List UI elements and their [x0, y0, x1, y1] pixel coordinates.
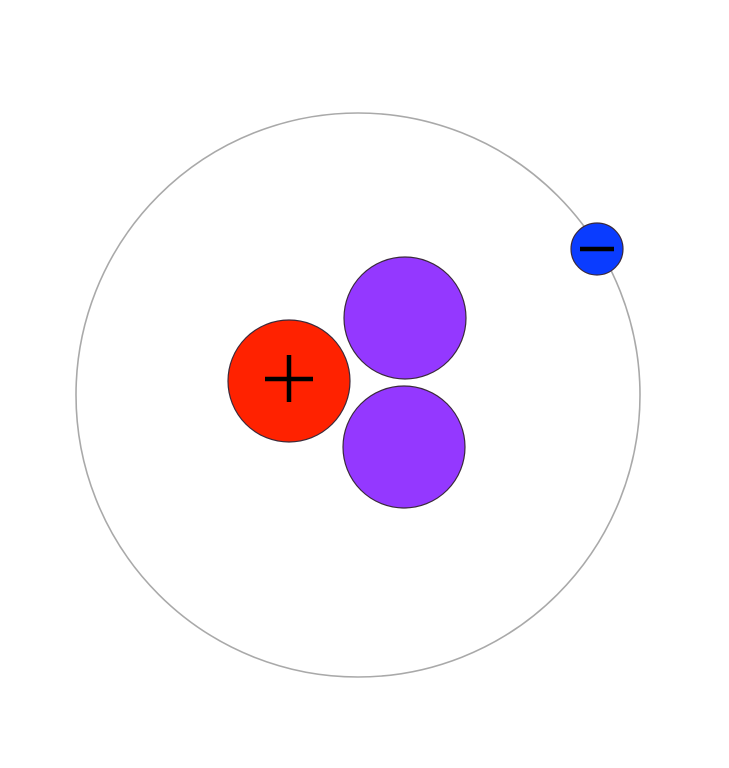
- plus-icon: [265, 355, 313, 402]
- neutron-top: [343, 256, 467, 380]
- neutron-bottom: [342, 385, 466, 509]
- electron-orbit: [75, 112, 641, 678]
- electron: [570, 222, 624, 276]
- proton: [227, 319, 351, 443]
- nucleus: [227, 256, 467, 509]
